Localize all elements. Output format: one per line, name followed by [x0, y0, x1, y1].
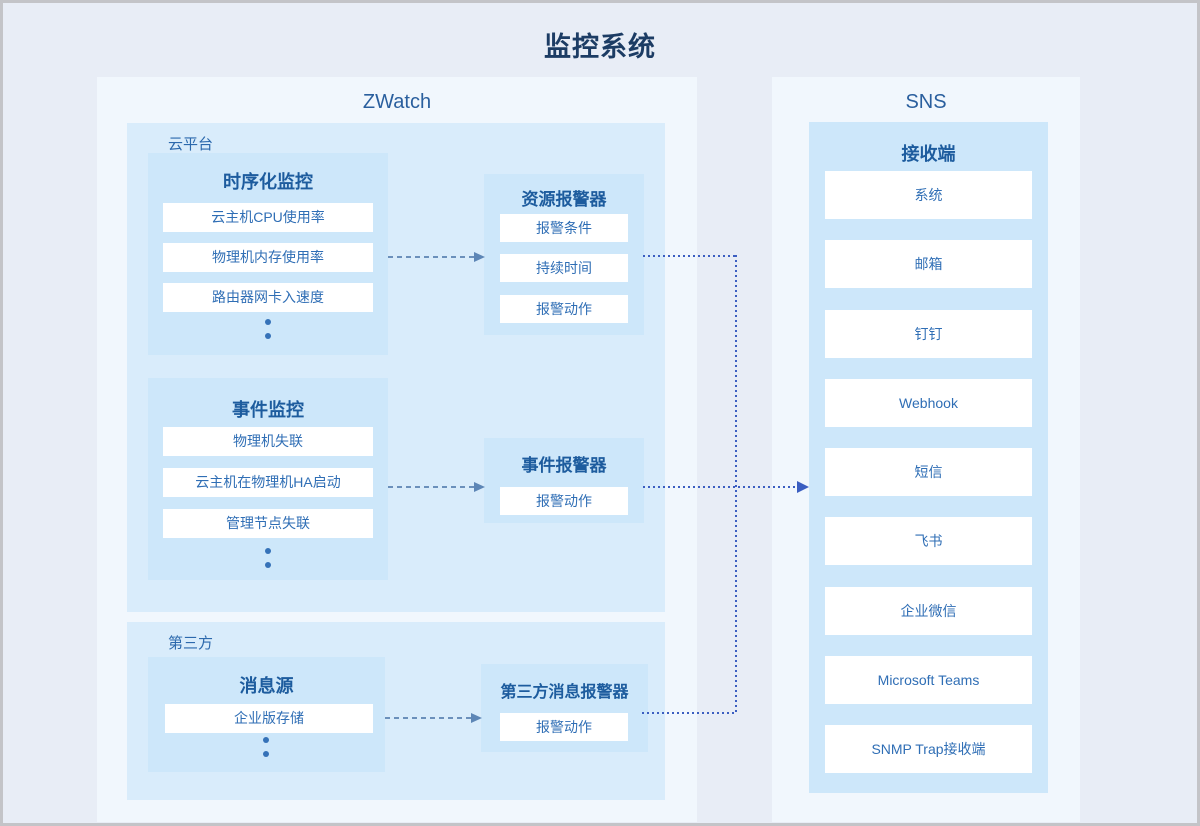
resource-alarm-title: 资源报警器: [521, 190, 607, 209]
arrowhead-icon: [474, 252, 485, 262]
alarm-item: 报警条件: [500, 214, 628, 242]
message-source-title: 消息源: [239, 676, 294, 696]
receiver-item: 邮箱: [825, 240, 1032, 288]
ellipsis-icon: [263, 737, 269, 757]
receiver-item: 企业微信: [825, 587, 1032, 635]
alarm-item: 报警动作: [500, 487, 628, 515]
connector-message-to-third-party-alarm: [385, 717, 471, 719]
receiver-item: 短信: [825, 448, 1032, 496]
connector-event-alarm-to-receiver: [643, 486, 798, 488]
alarm-item: 报警动作: [500, 713, 628, 741]
arrowhead-icon: [797, 481, 809, 493]
connector-merge-vertical: [735, 255, 737, 714]
alarm-item: 报警动作: [500, 295, 628, 323]
third-party-alarm-title: 第三方消息报警器: [500, 684, 629, 701]
message-item: 企业版存储: [165, 704, 373, 733]
alarm-item: 持续时间: [500, 254, 628, 282]
connector-event-to-event-alarm: [388, 486, 474, 488]
receiver-item: 系统: [825, 171, 1032, 219]
metric-item: 云主机CPU使用率: [163, 203, 373, 232]
event-alarm-title: 事件报警器: [521, 456, 607, 475]
metric-item: 路由器网卡入速度: [163, 283, 373, 312]
connector-third-party-alarm-out: [642, 712, 737, 714]
connector-resource-alarm-out: [643, 255, 737, 257]
receiver-item: Webhook: [825, 379, 1032, 427]
cloud-platform-label: 云平台: [168, 136, 214, 153]
arrowhead-icon: [471, 713, 482, 723]
event-item: 管理节点失联: [163, 509, 373, 538]
event-monitor-title: 事件监控: [232, 400, 304, 420]
receiver-item: 飞书: [825, 517, 1032, 565]
sns-panel-title: SNS: [905, 91, 947, 113]
receiver-item: Microsoft Teams: [825, 656, 1032, 704]
third-party-label: 第三方: [168, 635, 214, 652]
ellipsis-icon: [265, 319, 271, 339]
connector-timeseries-to-resource-alarm: [388, 256, 474, 258]
receiver-item: 钉钉: [825, 310, 1032, 358]
event-item: 云主机在物理机HA启动: [163, 468, 373, 497]
timeseries-monitor-title: 时序化监控: [223, 172, 313, 192]
metric-item: 物理机内存使用率: [163, 243, 373, 272]
receiver-title: 接收端: [901, 144, 956, 164]
receiver-item: SNMP Trap接收端: [825, 725, 1032, 773]
event-item: 物理机失联: [163, 427, 373, 456]
page-title: 监控系统: [544, 32, 656, 62]
ellipsis-icon: [265, 548, 271, 568]
arrowhead-icon: [474, 482, 485, 492]
zwatch-panel-title: ZWatch: [362, 91, 432, 113]
